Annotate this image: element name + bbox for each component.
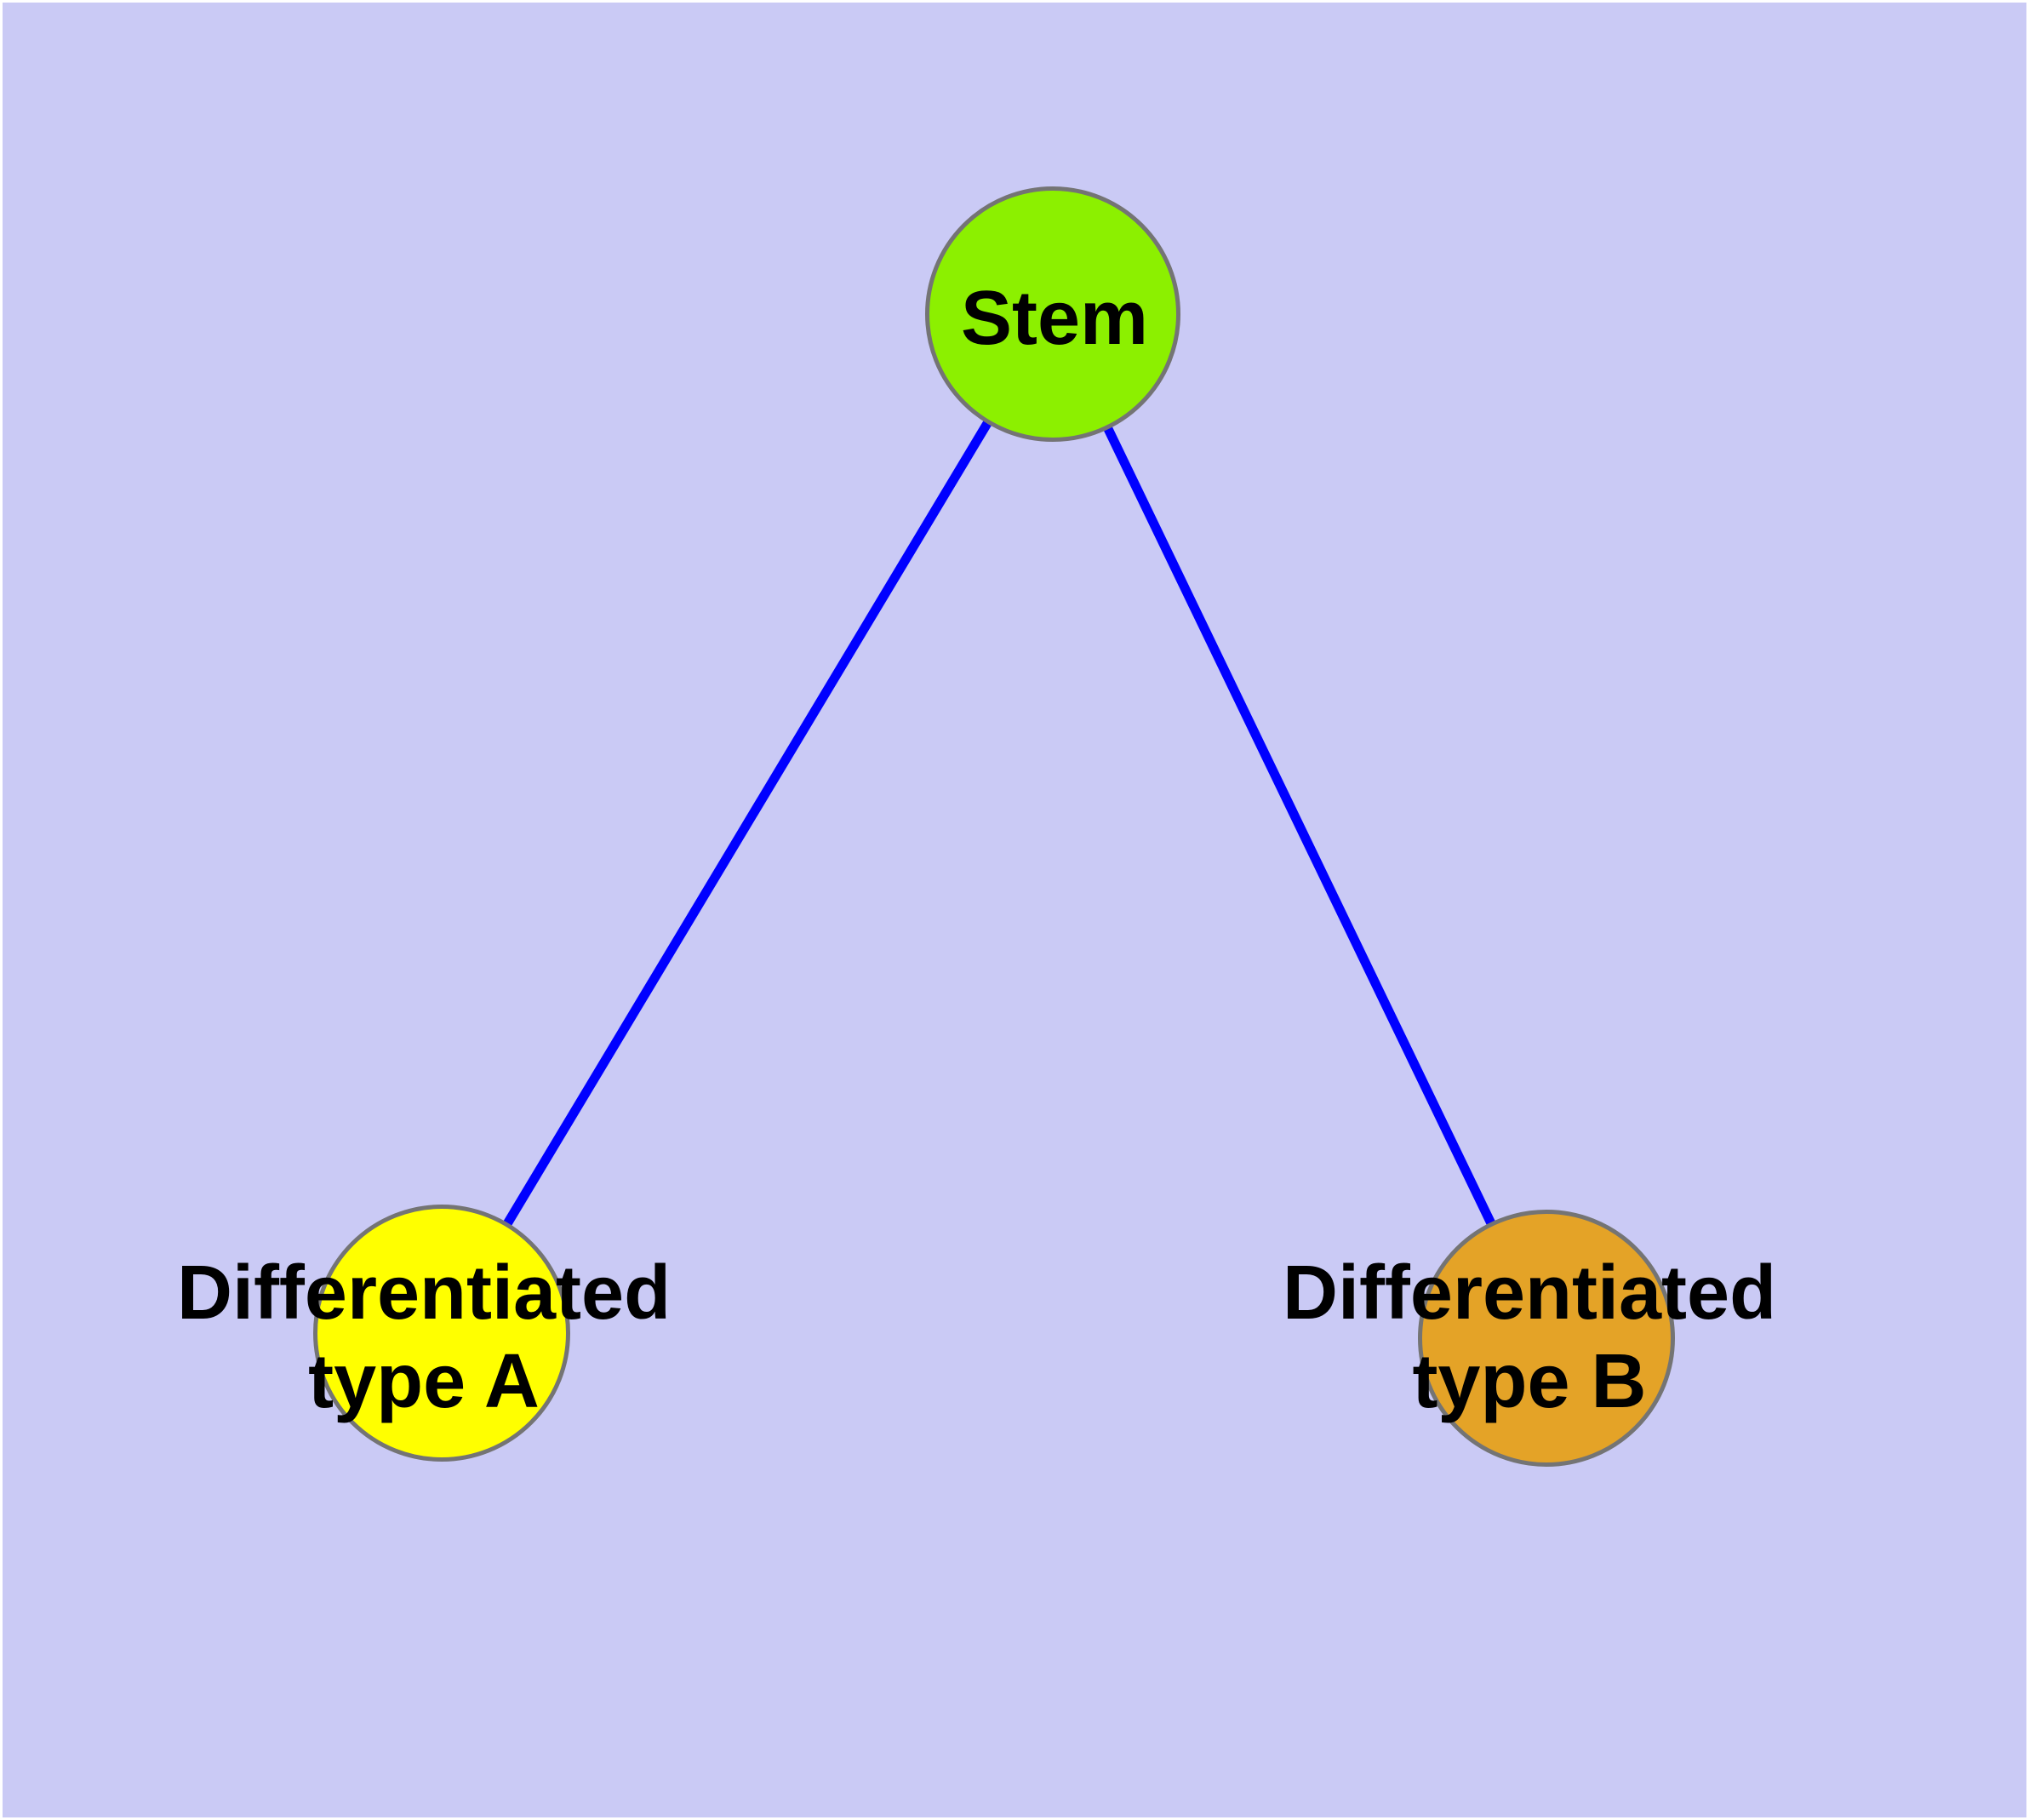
node-type-a-label-line-2: type A <box>308 1339 540 1424</box>
node-type-a-label-line-1: Differentiated <box>176 1251 672 1336</box>
graph-canvas: Stem Differentiated type A Differentiate… <box>3 3 2026 1817</box>
node-stem-label-line: Stem <box>960 276 1149 361</box>
node-differentiated-type-b-circle <box>1418 1210 1675 1467</box>
node-type-b-label-line-1: Differentiated <box>1282 1251 1777 1336</box>
graph-edges-layer <box>437 312 1551 1341</box>
edge-stem-to-type-b <box>1049 312 1551 1341</box>
node-stem-circle <box>925 186 1180 442</box>
node-differentiated-type-a-circle <box>313 1205 570 1462</box>
node-differentiated-type-a-label: Differentiated type A <box>177 1249 671 1426</box>
edge-stem-to-type-a <box>437 312 1057 1336</box>
node-type-b-label-line-2: type B <box>1412 1339 1647 1424</box>
node-differentiated-type-b-label: Differentiated type B <box>1283 1249 1776 1426</box>
node-stem-label: Stem <box>961 274 1148 363</box>
